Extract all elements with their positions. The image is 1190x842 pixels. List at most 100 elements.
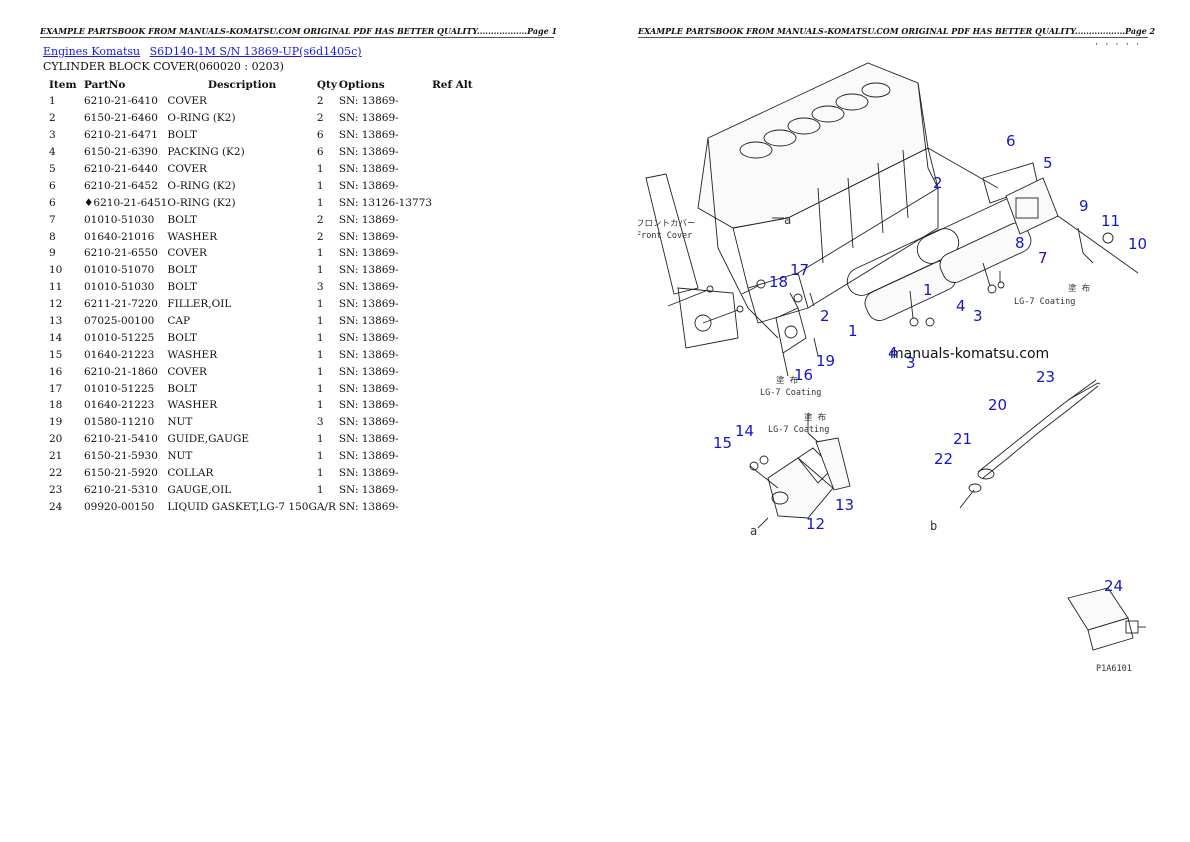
cell-item: 6 [49, 179, 56, 192]
diagram-code: P1A6101 [1096, 664, 1132, 674]
cell-description: O-RING (K2) [167, 112, 236, 125]
cell-description: BOLT [167, 382, 197, 395]
cell-description: COVER [167, 163, 207, 175]
cell-options: SN: 13869- [338, 331, 399, 344]
col-header-partno: PartNo [84, 78, 126, 91]
cell-item: 5 [49, 163, 56, 175]
cell-item: 1 [49, 95, 56, 108]
callout-7: 7 [1038, 249, 1048, 267]
coating-en-3: LG-7 Coating [768, 425, 829, 435]
cell-description: FILLER,OIL [167, 298, 232, 311]
cell-options: SN: 13126-13773 [338, 196, 433, 209]
cell-qty: 6 [316, 146, 324, 159]
cell-qty: 1 [316, 264, 324, 277]
cell-item: 14 [49, 331, 63, 344]
cell-options: SN: 13869- [338, 129, 399, 142]
cell-ref-alt [432, 397, 482, 414]
cell-ref-alt [432, 245, 482, 262]
col-header-item: Item [49, 78, 77, 91]
cell-ref-alt [432, 177, 482, 194]
breadcrumb-link-model[interactable]: S6D140-1M S/N 13869-UP(s6d1405c) [149, 45, 362, 58]
callout-18: 18 [769, 273, 788, 291]
covers-and-gaskets [846, 162, 1139, 327]
cell-partno: 6150-21-5930 [84, 450, 158, 463]
cell-description: GAUGE,OIL [167, 483, 232, 496]
coating-jp-3: 塗 布 [804, 412, 826, 423]
page-header-1: EXAMPLE PARTSBOOK FROM MANUALS-KOMATSU.C… [40, 26, 558, 38]
cell-ref-alt [432, 144, 482, 161]
cell-description: CAP [167, 315, 191, 328]
cell-qty: 1 [316, 450, 324, 463]
cell-qty: 1 [316, 348, 324, 361]
cell-item: 24 [49, 500, 63, 513]
cell-ref-alt [432, 481, 482, 498]
cell-partno: 6210-21-6410 [84, 95, 158, 108]
callout-16: 16 [794, 366, 813, 384]
cell-qty: 1 [316, 331, 324, 344]
cell-item: 20 [49, 433, 63, 446]
corner-mark: · · · · · [1094, 40, 1140, 50]
cell-item: 7 [49, 213, 56, 226]
cell-description: WASHER [167, 348, 218, 361]
cell-qty: 6 [316, 129, 324, 142]
cell-item: 2 [49, 112, 56, 125]
cell-options: SN: 13869- [338, 450, 399, 463]
callout-17: 17 [790, 261, 809, 279]
breadcrumb-link-engines[interactable]: Engines Komatsu [43, 45, 141, 58]
cell-ref-alt [432, 110, 482, 127]
cell-qty: 1 [316, 433, 324, 446]
cell-partno: 01010-51030 [84, 213, 155, 226]
cell-ref-alt [432, 448, 482, 465]
callout-6: 6 [1006, 132, 1016, 150]
cell-partno: 6210-21-6440 [84, 163, 158, 175]
cell-partno: 6210-21-6452 [84, 179, 158, 192]
cell-options: SN: 13869- [338, 483, 399, 496]
cell-item: 22 [49, 467, 63, 480]
cell-ref-alt [432, 93, 482, 110]
cell-partno: 09920-00150 [84, 500, 155, 513]
front-cover-label-en: Front Cover [638, 231, 692, 241]
callout-10: 10 [1128, 235, 1147, 253]
cell-ref-alt [432, 414, 482, 431]
cell-ref-alt [432, 465, 482, 482]
col-header-options: Options [338, 78, 385, 91]
cell-description: BOLT [167, 129, 197, 142]
cell-options: SN: 13869- [338, 315, 399, 328]
cell-item: 17 [49, 382, 63, 395]
coating-jp-1: 塗 布 [776, 375, 798, 386]
cell-description: O-RING (K2) [167, 196, 236, 209]
cell-partno: 01640-21223 [84, 348, 155, 361]
cell-partno: 6210-21-6550 [84, 247, 158, 260]
cell-options: SN: 13869- [338, 264, 399, 277]
cell-ref-alt [432, 380, 482, 397]
oil-filler-assembly [749, 413, 851, 529]
callout-20: 20 [988, 396, 1007, 414]
page-header-2: EXAMPLE PARTSBOOK FROM MANUALS-KOMATSU.C… [638, 26, 1156, 38]
callout-1b: 1 [848, 322, 858, 340]
cell-description: BOLT [167, 281, 197, 294]
cell-partno: ♦6210-21-6451 [84, 196, 168, 209]
cover-16-assembly [775, 292, 819, 377]
cell-ref-alt [432, 161, 482, 178]
parts-table: Item PartNo Description Qty Options Ref … [43, 76, 482, 515]
cell-qty: 3 [316, 416, 324, 429]
cell-item: 16 [49, 365, 63, 378]
cell-description: COVER [167, 95, 207, 108]
cell-partno: 6150-21-5920 [84, 467, 158, 480]
cell-item: 12 [49, 298, 63, 311]
cell-item: 3 [49, 129, 56, 142]
breadcrumb: Engines Komatsu S6D140-1M S/N 13869-UP(s… [43, 45, 368, 58]
watermark: manuals-komatsu.com [890, 346, 1049, 362]
cell-options: SN: 13869- [338, 146, 399, 159]
cell-ref-alt [432, 262, 482, 279]
